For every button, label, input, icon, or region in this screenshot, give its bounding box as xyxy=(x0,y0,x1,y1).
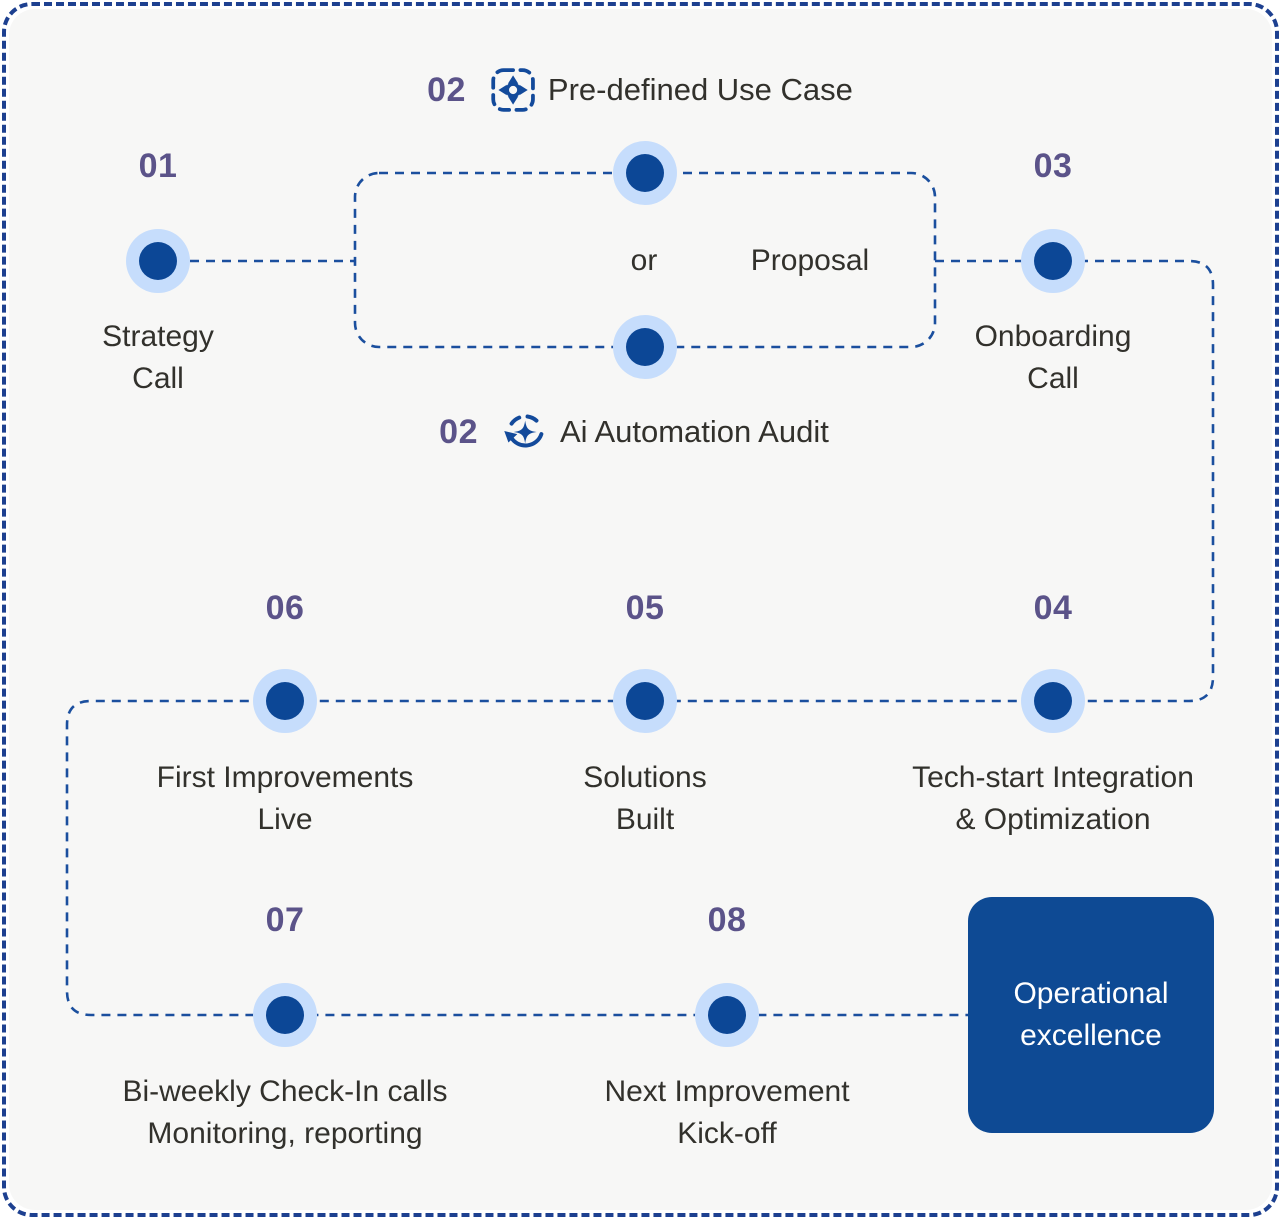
node-step-01 xyxy=(126,229,190,293)
step-number-07: 07 xyxy=(265,901,305,939)
step-number-03: 03 xyxy=(1033,147,1073,185)
step-number-08: 08 xyxy=(707,901,747,939)
selection-frame-target-icon xyxy=(490,67,536,113)
node-step-02-bottom xyxy=(613,315,677,379)
node-dot xyxy=(266,996,304,1034)
step-label-line: Solutions xyxy=(583,761,707,794)
step-badge-02-ai-automation-audit: 02 Ai Automation Audit xyxy=(439,404,829,460)
node-step-08 xyxy=(695,983,759,1047)
step-number-05: 05 xyxy=(625,589,665,627)
node-dot xyxy=(1034,242,1072,280)
outcome-line: excellence xyxy=(1020,1019,1162,1052)
step-label-line: Live xyxy=(257,803,313,836)
step-label-line: Kick-off xyxy=(677,1117,777,1150)
step-label-line: Call xyxy=(132,362,184,395)
step-label-line: Monitoring, reporting xyxy=(147,1117,423,1150)
node-step-06 xyxy=(253,669,317,733)
step-label-line: First Improvements xyxy=(156,761,414,794)
step-label-line: & Optimization xyxy=(955,803,1151,836)
step-label-06: First Improvements Live xyxy=(157,757,414,841)
node-step-03 xyxy=(1021,229,1085,293)
refresh-sparkle-icon xyxy=(502,409,548,455)
step-label-line: Tech-start Integration xyxy=(912,761,1194,794)
step-label-line: Built xyxy=(615,803,675,836)
step-label-03: Onboarding Call xyxy=(975,316,1132,400)
step-label-line: Next Improvement xyxy=(604,1075,850,1108)
step-label-07: Bi-weekly Check-In calls Monitoring, rep… xyxy=(122,1071,447,1155)
step-label-01: Strategy Call xyxy=(102,316,214,400)
choice-or-label: or xyxy=(630,244,658,277)
outcome-line: Operational xyxy=(1013,977,1169,1010)
step-badge-02-pre-defined-use-case: 02 Pre-defined Use Case xyxy=(427,62,853,118)
step-label-line: Strategy xyxy=(102,320,214,353)
step-badge-label: Pre-defined Use Case xyxy=(547,72,853,107)
node-step-04 xyxy=(1021,669,1085,733)
step-label-05: Solutions Built xyxy=(583,757,706,841)
choice-proposal-label: Proposal xyxy=(750,244,870,277)
node-step-07 xyxy=(253,983,317,1047)
node-dot xyxy=(139,242,177,280)
node-step-05 xyxy=(613,669,677,733)
step-number-04: 04 xyxy=(1033,589,1073,627)
step-number-06: 06 xyxy=(265,589,305,627)
node-dot xyxy=(708,996,746,1034)
step-number-01: 01 xyxy=(138,147,178,185)
step-label-line: Onboarding xyxy=(974,320,1132,353)
step-number-02-bottom: 02 xyxy=(439,412,478,451)
node-dot xyxy=(1034,682,1072,720)
node-dot xyxy=(626,154,664,192)
step-number-02-top: 02 xyxy=(427,70,466,109)
node-dot xyxy=(266,682,304,720)
step-label-line: Bi-weekly Check-In calls xyxy=(122,1075,448,1108)
node-dot xyxy=(626,328,664,366)
node-step-02-top xyxy=(613,141,677,205)
operational-excellence-box: Operational excellence xyxy=(968,897,1214,1133)
step-label-line: Call xyxy=(1027,362,1079,395)
step-label-08: Next Improvement Kick-off xyxy=(604,1071,849,1155)
node-dot xyxy=(626,682,664,720)
step-label-04: Tech-start Integration & Optimization xyxy=(912,757,1194,841)
step-badge-label: Ai Automation Audit xyxy=(559,414,829,449)
